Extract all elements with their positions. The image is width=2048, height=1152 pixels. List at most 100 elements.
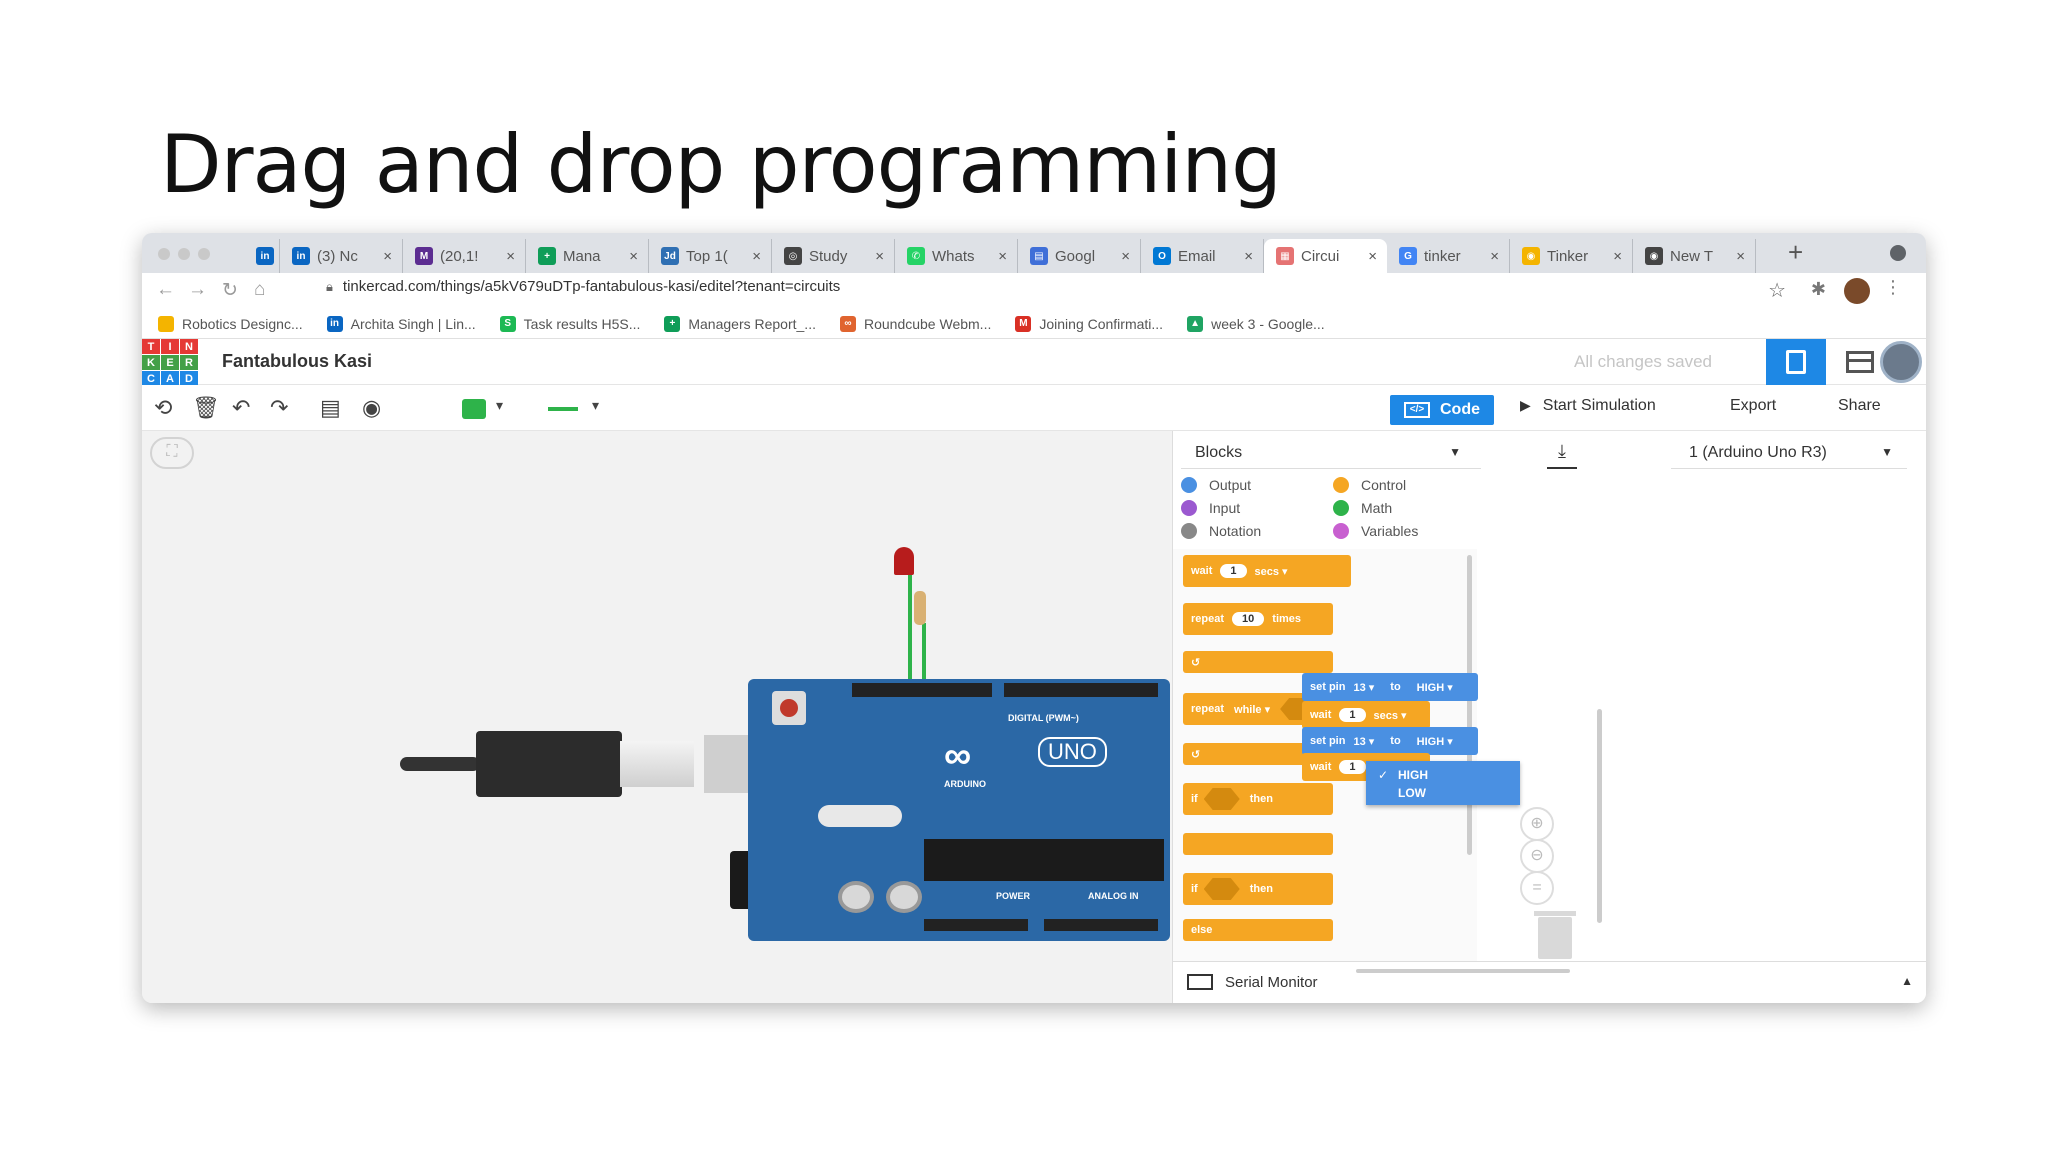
browser-tab[interactable]: ▦Circui× — [1264, 239, 1387, 273]
reload-icon[interactable]: ↻ — [222, 280, 238, 301]
close-icon[interactable]: × — [629, 247, 638, 265]
window-controls[interactable] — [158, 247, 218, 265]
project-name[interactable]: Fantabulous Kasi — [222, 351, 373, 371]
bookmark-item[interactable]: Robotics Designc... — [158, 315, 303, 332]
chevron-down-icon[interactable]: ▾ — [496, 397, 504, 413]
arduino-uno-board[interactable]: DIGITAL (PWM~) ∞ ARDUINO UNO POWER ANALO… — [748, 679, 1170, 941]
address-bar[interactable]: 🔒︎tinkercad.com/things/a5kV679uDTp-fanta… — [326, 278, 840, 295]
eye-icon[interactable]: ◉ — [362, 395, 382, 420]
reset-button[interactable] — [772, 691, 806, 725]
start-simulation-button[interactable]: ▶Start Simulation — [1520, 397, 1656, 415]
board-select[interactable]: 1 (Arduino Uno R3)▼ — [1671, 439, 1907, 469]
close-icon[interactable]: × — [1613, 247, 1622, 265]
category-notation[interactable]: Notation — [1181, 523, 1261, 539]
new-tab-button[interactable]: + — [1788, 237, 1804, 267]
green-wire[interactable] — [922, 623, 926, 681]
share-button[interactable]: Share — [1838, 397, 1881, 414]
browser-tab[interactable]: ▤Googl× — [1018, 239, 1141, 273]
bookmark-star-icon[interactable]: ☆ — [1768, 280, 1786, 302]
extensions-icon[interactable]: ✱ — [1810, 279, 1826, 299]
category-input[interactable]: Input — [1181, 500, 1240, 516]
browser-tab[interactable]: in — [246, 239, 280, 273]
home-icon[interactable]: ⌂ — [254, 279, 266, 300]
browser-menu-icon[interactable]: ⋮ — [1884, 277, 1902, 297]
profile-avatar[interactable] — [1844, 278, 1870, 304]
category-math[interactable]: Math — [1333, 500, 1392, 516]
rotate-icon[interactable]: ⟲ — [154, 395, 173, 420]
notes-icon[interactable]: ▤ — [320, 395, 341, 420]
workspace-horizontal-scrollbar[interactable] — [1356, 969, 1570, 973]
close-icon[interactable]: × — [506, 247, 515, 265]
browser-tab[interactable]: M(20,1!× — [403, 239, 526, 273]
close-icon[interactable]: × — [383, 247, 392, 265]
code-button[interactable]: </>Code — [1390, 395, 1494, 425]
close-icon[interactable]: × — [875, 247, 884, 265]
bookmark-item[interactable]: ∞Roundcube Webm... — [839, 315, 991, 332]
component-list-view-button[interactable] — [1846, 351, 1874, 373]
browser-tab[interactable]: ✆Whats× — [895, 239, 1018, 273]
resistor[interactable] — [914, 591, 926, 625]
close-icon[interactable]: × — [1490, 247, 1499, 265]
close-icon[interactable]: × — [998, 247, 1007, 265]
category-control[interactable]: Control — [1333, 477, 1406, 493]
browser-tab[interactable]: ◎Study× — [772, 239, 895, 273]
workspace-vertical-scrollbar[interactable] — [1597, 709, 1602, 923]
wire-color-swatch[interactable] — [462, 399, 486, 419]
chevron-down-icon[interactable]: ▾ — [592, 397, 600, 413]
export-button[interactable]: Export — [1730, 397, 1777, 414]
zoom-in-icon[interactable]: ⊕ — [1520, 807, 1554, 841]
green-wire[interactable] — [908, 573, 912, 681]
circuit-view-button[interactable] — [1766, 339, 1826, 385]
category-variables[interactable]: Variables — [1333, 523, 1418, 539]
close-icon[interactable]: × — [752, 247, 761, 265]
zoom-out-icon[interactable]: ⊖ — [1520, 839, 1554, 873]
download-icon[interactable]: ⤓ — [1547, 441, 1577, 469]
close-icon[interactable]: × — [1368, 247, 1377, 265]
palette-scrollbar[interactable] — [1467, 555, 1472, 855]
close-icon[interactable]: × — [1736, 247, 1745, 265]
undo-icon[interactable]: ↶ — [232, 395, 251, 420]
redo-icon[interactable]: ↷ — [270, 395, 289, 420]
red-led[interactable] — [894, 547, 914, 575]
serial-monitor-bar[interactable]: Serial Monitor▲ — [1173, 961, 1926, 1003]
reset-zoom-icon[interactable]: = — [1520, 871, 1554, 905]
fit-view-icon[interactable]: ⛶ — [150, 437, 194, 469]
usb-plug[interactable] — [476, 731, 622, 797]
forward-arrow-icon[interactable]: → — [188, 279, 207, 300]
dropdown-option-high[interactable]: HIGH — [1398, 768, 1428, 782]
circuit-canvas[interactable]: ⛶ DIGITAL (PWM~) ∞ ARDUINO UNO POWER ANA… — [142, 431, 1170, 1003]
dropdown-option-low[interactable]: LOW — [1398, 786, 1426, 800]
code-mode-select[interactable]: Blocks▼ — [1181, 439, 1481, 469]
bookmark-item[interactable]: ▲week 3 - Google... — [1187, 315, 1325, 332]
browser-tab[interactable]: ◉Tinker× — [1510, 239, 1633, 273]
category-output[interactable]: Output — [1181, 477, 1251, 493]
bookmark-item[interactable]: +Managers Report_... — [664, 315, 816, 332]
tab-search-icon[interactable] — [1890, 245, 1906, 261]
back-arrow-icon[interactable]: ← — [156, 279, 175, 300]
chevron-up-icon[interactable]: ▲ — [1901, 974, 1913, 988]
wire-type-icon[interactable] — [548, 407, 578, 411]
close-icon[interactable]: × — [1121, 247, 1130, 265]
browser-tab[interactable]: +Mana× — [526, 239, 649, 273]
browser-tab[interactable]: in(3) Nc× — [280, 239, 403, 273]
close-icon[interactable]: × — [1244, 247, 1253, 265]
user-avatar[interactable] — [1880, 341, 1922, 383]
browser-tab[interactable]: ◉New T× — [1633, 239, 1756, 273]
trash-icon[interactable]: 🗑︎ — [192, 395, 220, 420]
workspace-trash-icon[interactable] — [1534, 911, 1576, 959]
